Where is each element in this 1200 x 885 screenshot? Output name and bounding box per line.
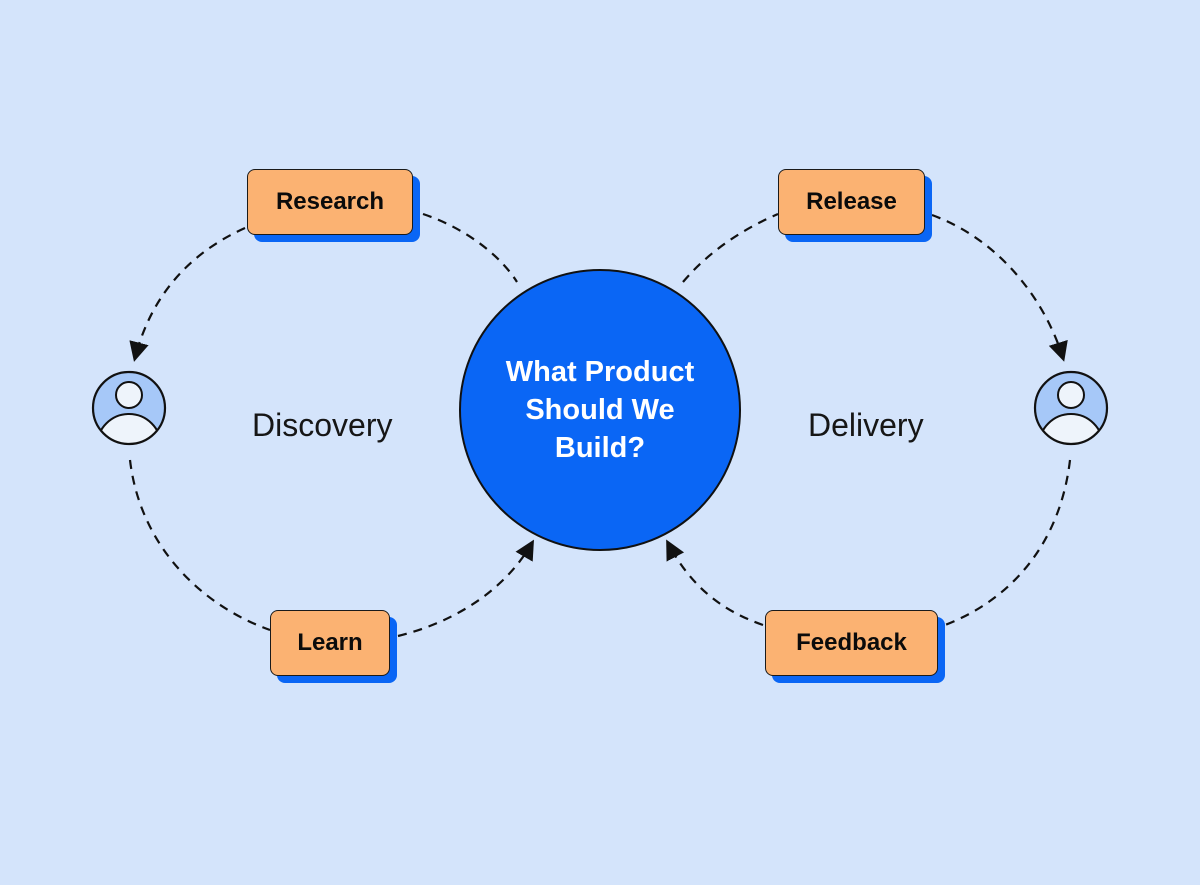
phase-discovery: Discovery bbox=[252, 407, 393, 443]
user-avatar-icon bbox=[91, 370, 167, 446]
connector-research-to-user bbox=[129, 226, 246, 362]
central-question-text: What Product Should We Build? bbox=[480, 353, 720, 467]
connector-user-to-learn bbox=[128, 459, 271, 632]
central-question-line-3: Build? bbox=[554, 432, 646, 464]
step-feedback-label: Feedback bbox=[796, 629, 907, 656]
step-release-label: Release bbox=[806, 188, 897, 215]
phase-delivery: Delivery bbox=[808, 407, 924, 443]
user-avatar-icon bbox=[1033, 370, 1109, 446]
central-question-line-1: What Product bbox=[505, 356, 695, 388]
central-question: What Product Should We Build? bbox=[459, 269, 741, 551]
connector-research-to-center bbox=[422, 212, 518, 283]
step-research: Research bbox=[247, 169, 413, 235]
step-feedback: Feedback bbox=[765, 610, 938, 676]
connector-learn-to-center bbox=[397, 539, 534, 638]
step-research-label: Research bbox=[275, 188, 385, 215]
connector-user-to-feedback bbox=[944, 459, 1072, 627]
connector-center-to-release bbox=[682, 212, 779, 283]
central-question-line-2: Should We bbox=[525, 394, 675, 426]
connector-release-to-user bbox=[931, 213, 1068, 362]
connector-feedback-to-center bbox=[666, 539, 764, 627]
step-learn-label: Learn bbox=[297, 629, 363, 656]
step-release: Release bbox=[778, 169, 925, 235]
step-learn: Learn bbox=[270, 610, 390, 676]
